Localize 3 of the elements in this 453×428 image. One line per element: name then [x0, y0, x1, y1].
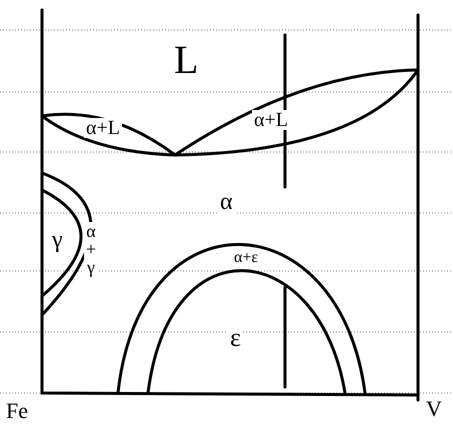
phase-label: α+γ [84, 222, 98, 276]
phase-label: α+L [252, 110, 290, 130]
phase-label: α+L [84, 118, 122, 138]
